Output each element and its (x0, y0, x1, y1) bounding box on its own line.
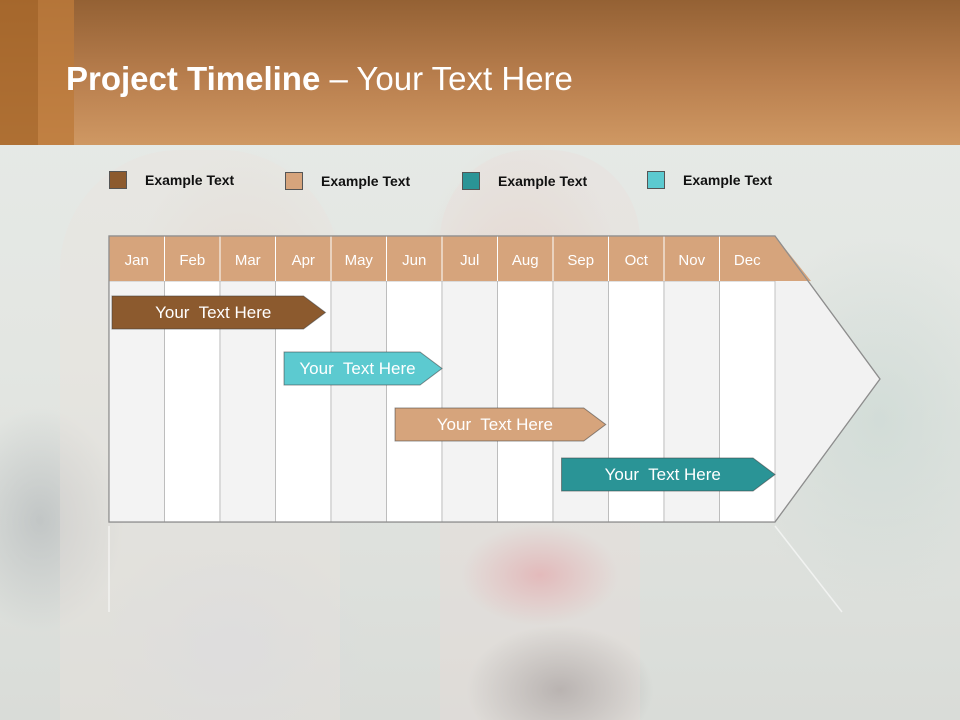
task-bar (394, 407, 607, 442)
month-label: Jun (402, 252, 426, 269)
month-label: Jan (125, 252, 149, 269)
month-label: Mar (235, 252, 261, 269)
legend-item-1: Example Text (109, 171, 234, 189)
timeline-arrow-outline (108, 235, 881, 523)
month-column (441, 280, 498, 523)
legend-label-4: Example Text (683, 172, 773, 188)
legend-item-4: Example Text (647, 171, 772, 189)
legend-swatch-3 (462, 172, 480, 190)
legend-item-2: Example Text (285, 172, 410, 190)
page-title: Project Timeline – Your Text Here (66, 60, 573, 98)
legend-item-3: Example Text (462, 172, 587, 190)
month-column (330, 280, 387, 523)
month-label: Jul (460, 252, 479, 269)
legend-label-2: Example Text (321, 173, 411, 189)
legend-swatch-1 (109, 171, 127, 189)
month-label: Sep (567, 252, 594, 269)
month-label: Feb (179, 252, 205, 269)
task-bar-label: Your Text Here (437, 415, 553, 434)
task-bar-label: Your Text Here (299, 359, 415, 378)
legend-label-1: Example Text (145, 172, 235, 188)
title-bold: Project Timeline (66, 60, 321, 97)
title-rest: – Your Text Here (320, 60, 573, 97)
task-bar (111, 295, 327, 330)
header-accent-stripe-light (38, 0, 74, 145)
month-column (386, 280, 443, 523)
month-label: Dec (734, 252, 761, 269)
legend-label-3: Example Text (498, 173, 588, 189)
month-label: May (345, 252, 374, 269)
month-label: Aug (512, 252, 539, 269)
month-column (497, 280, 554, 523)
reflection-edge-right (774, 525, 843, 613)
header-accent-stripe (0, 0, 38, 145)
header-band: Project Timeline – Your Text Here (0, 0, 960, 145)
task-bar (283, 351, 443, 386)
month-label: Oct (625, 252, 649, 269)
legend-swatch-4 (647, 171, 665, 189)
legend-swatch-2 (285, 172, 303, 190)
task-bar-label: Your Text Here (605, 465, 721, 484)
month-label: Nov (678, 252, 705, 269)
task-bar (561, 457, 776, 492)
task-bar-label: Your Text Here (155, 303, 271, 322)
month-label: Apr (292, 252, 315, 269)
